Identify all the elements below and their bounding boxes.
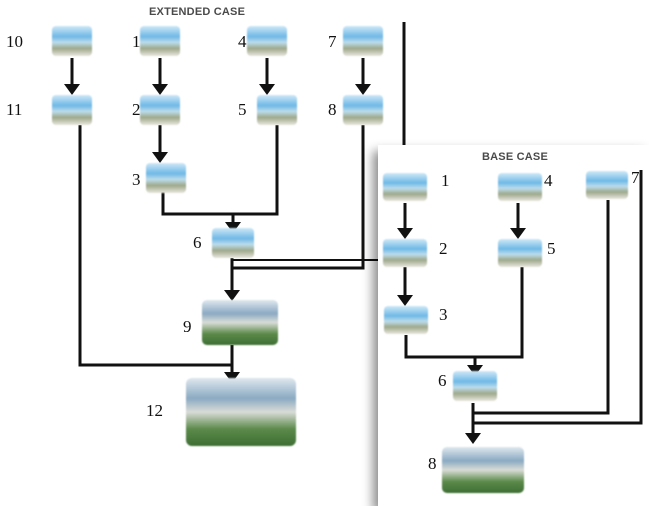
node-label-5: 5 — [547, 239, 556, 258]
arrowhead — [64, 84, 80, 95]
dam-icon — [140, 95, 180, 125]
base-nodes — [383, 171, 628, 493]
arrowhead — [152, 84, 168, 95]
dam-icon — [498, 239, 542, 267]
dam-icon — [453, 371, 497, 401]
dam-icon — [212, 228, 254, 258]
node-label-2: 2 — [132, 100, 141, 119]
dam-icon — [586, 171, 628, 199]
dam-icon — [146, 163, 186, 193]
extended-case-title: EXTENDED CASE — [149, 6, 246, 18]
arrowhead — [355, 84, 371, 95]
base-case-graphics — [383, 170, 643, 493]
dam-icon — [384, 306, 428, 334]
dam-icon — [343, 26, 383, 56]
node-label-1: 1 — [132, 32, 141, 51]
node-label-8: 8 — [428, 454, 437, 473]
node-label-10: 10 — [6, 32, 23, 51]
node-label-8: 8 — [328, 100, 337, 119]
dam-icon — [383, 173, 427, 201]
node-label-12: 12 — [146, 401, 163, 420]
arrowhead — [259, 84, 275, 95]
dam-icon — [343, 95, 383, 125]
edge-11-to-12 — [78, 125, 232, 367]
edge-7-to-8 — [473, 200, 610, 415]
dam-icon — [442, 447, 524, 493]
base-case-panel: BASE CASE — [378, 145, 649, 506]
node-label-2: 2 — [439, 239, 448, 258]
extended-nodes — [52, 26, 383, 446]
node-label-11: 11 — [6, 100, 23, 119]
arrowhead — [510, 228, 526, 239]
arrowhead — [152, 152, 168, 163]
node-label-5: 5 — [238, 100, 247, 119]
arrowhead — [397, 295, 413, 306]
arrowhead — [224, 372, 240, 383]
dam-icon — [186, 378, 296, 446]
edge-3-5-merge — [161, 125, 279, 216]
node-label-6: 6 — [438, 371, 447, 390]
dam-icon — [52, 95, 92, 125]
node-label-6: 6 — [193, 233, 202, 252]
dam-icon — [140, 26, 180, 56]
edge-extended-in — [473, 170, 643, 425]
extended-edges — [64, 58, 395, 383]
dam-icon — [52, 26, 92, 56]
node-label-4: 4 — [238, 32, 247, 51]
arrowhead — [467, 365, 483, 376]
base-case-title: BASE CASE — [482, 151, 548, 163]
base-edges — [397, 170, 643, 444]
dam-icon — [247, 26, 287, 56]
dam-icon — [383, 239, 427, 267]
node-label-7: 7 — [631, 168, 640, 187]
edge-8-to-9 — [232, 125, 365, 270]
node-label-1: 1 — [441, 171, 450, 190]
arrowhead — [225, 222, 241, 233]
dam-icon — [257, 95, 297, 125]
node-label-3: 3 — [132, 170, 141, 189]
dam-icon — [498, 173, 542, 201]
node-label-9: 9 — [183, 317, 192, 336]
node-label-3: 3 — [439, 305, 448, 324]
arrowhead — [397, 228, 413, 239]
arrowhead — [465, 433, 481, 444]
arrowhead — [224, 290, 240, 301]
edge-3-5-merge — [404, 267, 524, 359]
node-label-4: 4 — [544, 171, 553, 190]
node-label-7: 7 — [328, 32, 337, 51]
dam-icon — [202, 300, 278, 345]
